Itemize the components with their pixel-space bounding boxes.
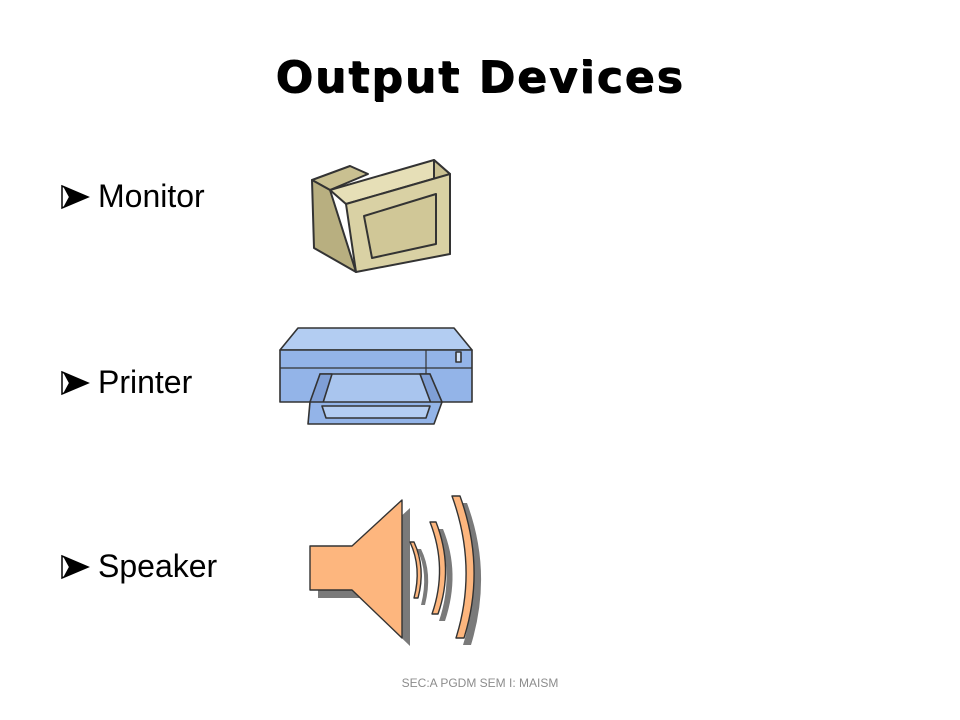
bullet-label: Speaker bbox=[98, 548, 218, 584]
speaker-icon bbox=[309, 495, 482, 646]
arrow-bullet-icon bbox=[61, 184, 90, 209]
slide-title: Output Devices bbox=[275, 52, 685, 103]
bullet-monitor: Monitor bbox=[60, 178, 205, 215]
bullet-printer: Printer bbox=[60, 364, 192, 401]
printer-icon bbox=[279, 327, 473, 425]
bullet-label: Monitor bbox=[98, 178, 205, 214]
bullet-label: Printer bbox=[98, 364, 193, 400]
bullet-speaker: Speaker bbox=[60, 548, 217, 585]
slide-footer: SEC:A PGDM SEM I: MAISM bbox=[401, 676, 559, 690]
arrow-bullet-icon bbox=[61, 370, 90, 395]
monitor-icon bbox=[311, 159, 451, 273]
arrow-bullet-icon bbox=[61, 554, 90, 579]
